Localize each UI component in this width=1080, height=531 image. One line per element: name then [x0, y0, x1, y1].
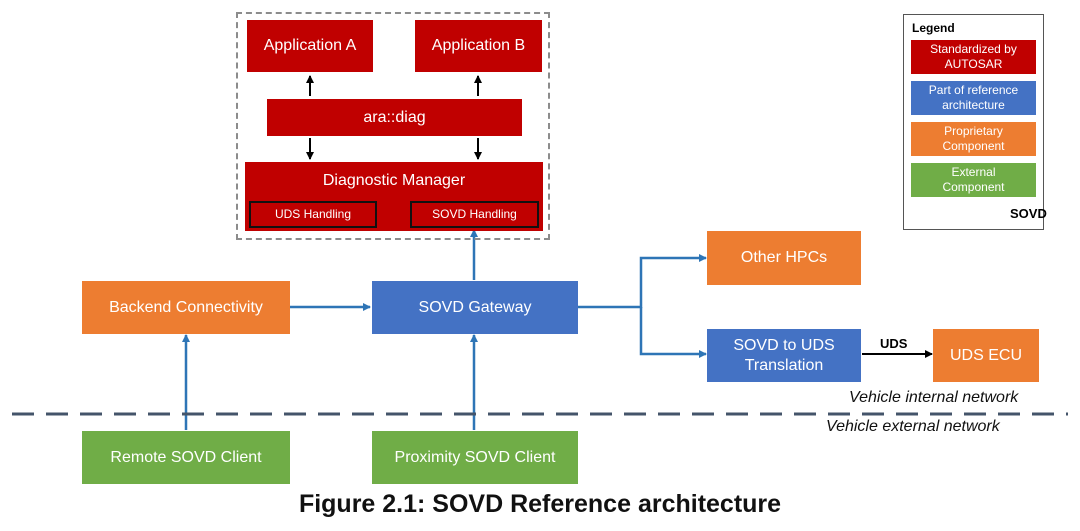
- uds-handling-node: UDS Handling: [249, 201, 377, 228]
- vehicle-internal-network-label: Vehicle internal network: [849, 389, 1019, 406]
- gateway-to-translation-arrow: [639, 307, 707, 358]
- legend-sovd-label: SOVD: [1010, 206, 1047, 221]
- uds-ecu-node: UDS ECU: [933, 329, 1039, 382]
- sovd-gateway-node: SOVD Gateway: [372, 281, 578, 334]
- ara-diag-label: ara::diag: [363, 108, 426, 126]
- backend-connectivity-label: Backend Connectivity: [109, 298, 263, 316]
- legend-title: Legend: [912, 21, 955, 35]
- sovd-gateway-label: SOVD Gateway: [418, 298, 532, 316]
- sovd-handling-label: SOVD Handling: [432, 207, 517, 221]
- legend-item-autosar: Standardized by AUTOSAR: [911, 40, 1036, 74]
- vehicle-external-network-label: Vehicle external network: [826, 418, 1000, 435]
- figure-caption: Figure 2.1: SOVD Reference architecture: [298, 490, 782, 518]
- sovd-handling-node: SOVD Handling: [410, 201, 539, 228]
- other-hpcs-label: Other HPCs: [740, 249, 828, 266]
- backend-connectivity-node: Backend Connectivity: [82, 281, 290, 334]
- proximity-sovd-client-label: Proximity SOVD Client: [394, 448, 556, 466]
- legend-item-reference: Part of reference architecture: [911, 81, 1036, 115]
- uds-handling-label: UDS Handling: [274, 207, 352, 221]
- uds-ecu-label: UDS ECU: [949, 346, 1022, 364]
- other-hpcs-node: Other HPCs: [707, 231, 861, 285]
- application-b-label: Application B: [431, 37, 526, 54]
- legend-item-reference-label: Part of reference architecture: [928, 83, 1019, 112]
- legend: Legend Standardized by AUTOSAR Part of r…: [903, 14, 1044, 230]
- sovd-to-uds-translation-label: SOVD to UDS Translation: [733, 336, 835, 374]
- legend-item-external: External Component: [911, 163, 1036, 197]
- legend-item-proprietary: Proprietary Component: [911, 122, 1036, 156]
- application-b-node: Application B: [415, 20, 542, 72]
- uds-edge-label: UDS: [880, 336, 908, 351]
- gateway-to-other-hpcs-arrow: [578, 254, 707, 309]
- diagnostic-manager-label: Diagnostic Manager: [322, 172, 466, 189]
- application-a-label: Application A: [263, 37, 357, 54]
- legend-item-autosar-label: Standardized by AUTOSAR: [930, 42, 1017, 71]
- autosar-adaptive-frame: [236, 12, 550, 240]
- proximity-sovd-client-node: Proximity SOVD Client: [372, 431, 578, 484]
- application-a-node: Application A: [247, 20, 373, 72]
- sovd-to-uds-translation-node: SOVD to UDS Translation: [707, 329, 861, 382]
- legend-item-proprietary-label: Proprietary Component: [942, 124, 1005, 153]
- remote-sovd-client-label: Remote SOVD Client: [110, 448, 262, 466]
- ara-diag-node: ara::diag: [267, 99, 522, 136]
- legend-item-external-label: External Component: [942, 165, 1005, 194]
- remote-sovd-client-node: Remote SOVD Client: [82, 431, 290, 484]
